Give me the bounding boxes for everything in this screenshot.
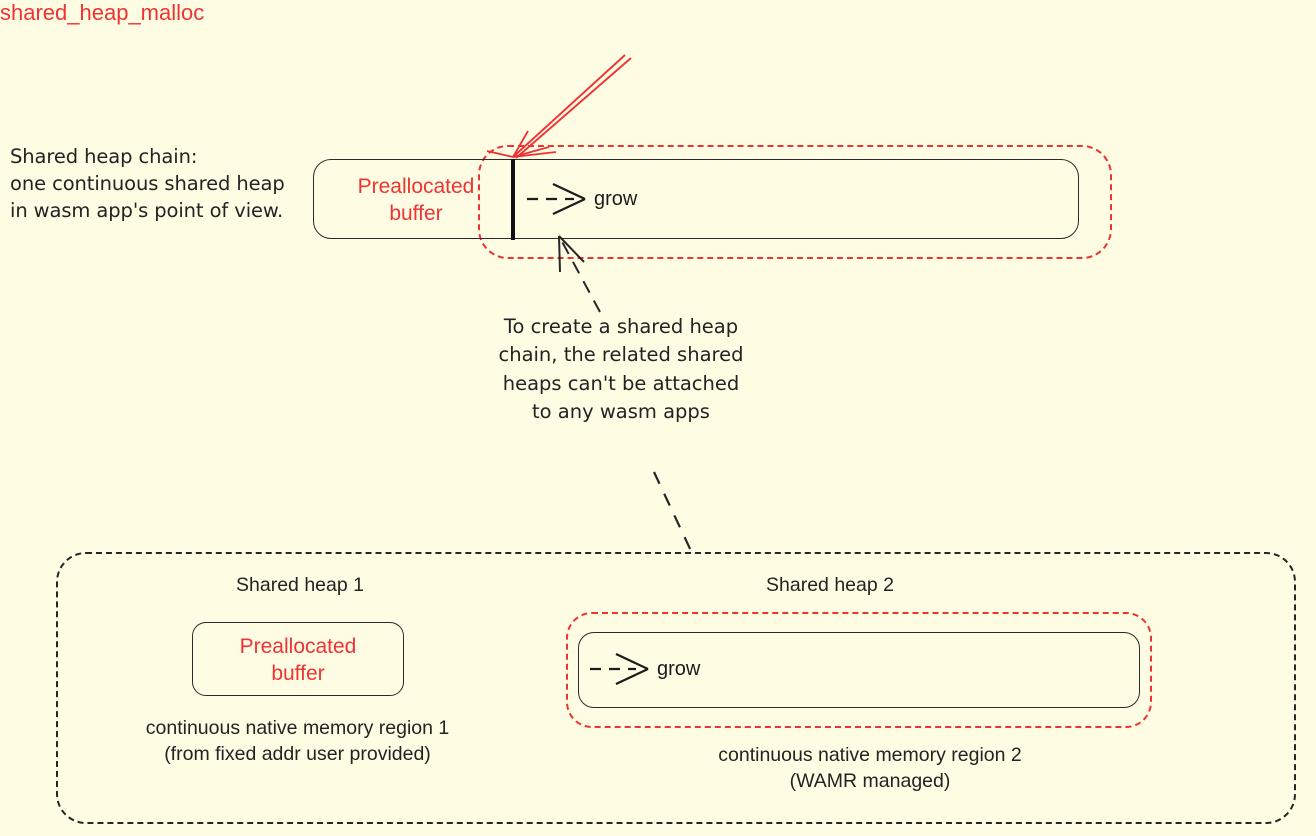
bottom-preallocated-buffer-label: Preallocated buffer	[239, 635, 357, 685]
shared-heap-2-title: Shared heap 2	[766, 574, 894, 596]
shared-heap-chain-note: Shared heap chain: one continuous shared…	[10, 145, 285, 222]
native-memory-region-2-caption: continuous native memory region 2 (WAMR …	[718, 744, 1022, 793]
shared-heap-1-box	[192, 622, 404, 696]
top-red-dashed-region	[478, 145, 1112, 259]
bottom-grow-label: grow	[657, 658, 701, 680]
shared-heap-chain-explanation: To create a shared heap chain, the relat…	[498, 315, 744, 423]
shared-heap-2-box	[578, 632, 1140, 708]
top-preallocated-buffer-label: Preallocated buffer	[357, 175, 475, 225]
chain-explanation-leader-line-icon	[653, 471, 693, 554]
top-grow-label: grow	[594, 188, 638, 210]
heap-boundary-divider	[511, 159, 515, 240]
shared-heap-1-title: Shared heap 1	[236, 574, 364, 596]
continuous-shared-heap-box	[313, 159, 1079, 239]
shared-heap-malloc-arrow-icon	[486, 54, 632, 159]
shared-heap-2-red-dashed-region	[566, 612, 1152, 728]
shared-heap-malloc-label: shared_heap_malloc	[0, 0, 205, 25]
native-memory-region-1-caption: continuous native memory region 1 (from …	[145, 717, 450, 766]
